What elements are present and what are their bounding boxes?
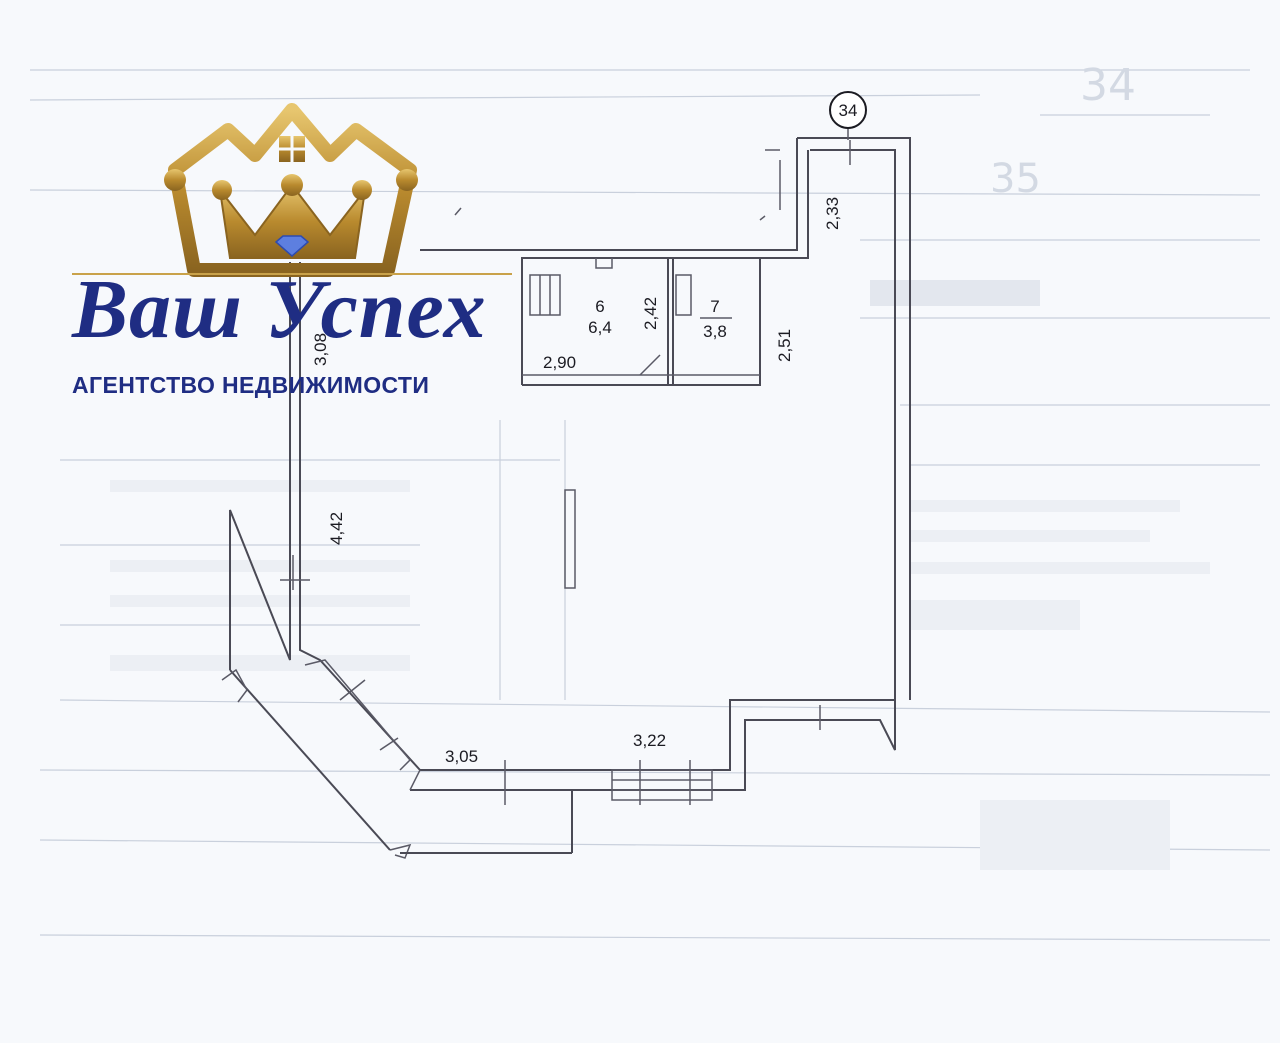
faded-background: 34 35 (29, 60, 1271, 941)
room-6-number: 6 (595, 297, 604, 316)
dimension-2-33: 2,33 (823, 197, 842, 230)
dimension-3-08: 3,08 (311, 333, 330, 366)
dimension-2-90: 2,90 (543, 353, 576, 372)
room-7-number: 7 (710, 297, 719, 316)
logo-title: Ваш Успех (72, 263, 487, 356)
room-7-area: 3,8 (703, 322, 727, 341)
dimension-2-42: 2,42 (641, 297, 660, 330)
dimension-3-05: 3,05 (445, 747, 478, 766)
room-7: 7 3,8 (700, 297, 732, 341)
dimension-4-42: 4,42 (327, 512, 346, 545)
apartment-walls (221, 137, 911, 859)
dimensions: 2,33 2,42 2,51 2,90 3,08 4,42 3,05 3,22 (311, 197, 842, 766)
room-6: 6 6,4 (588, 297, 612, 337)
dimension-2-51: 2,51 (775, 329, 794, 362)
logo-subtitle: АГЕНТСТВО НЕДВИЖИМОСТИ (72, 372, 430, 398)
dimension-3-22: 3,22 (633, 731, 666, 750)
crown-house-icon (164, 103, 418, 277)
logo-divider-top (72, 273, 512, 275)
axis-marker-label: 34 (839, 101, 858, 120)
background-number-34: 34 (1080, 60, 1136, 111)
axis-marker: 34 (829, 91, 867, 140)
room-6-area: 6,4 (588, 318, 612, 337)
background-number-35: 35 (990, 156, 1041, 202)
